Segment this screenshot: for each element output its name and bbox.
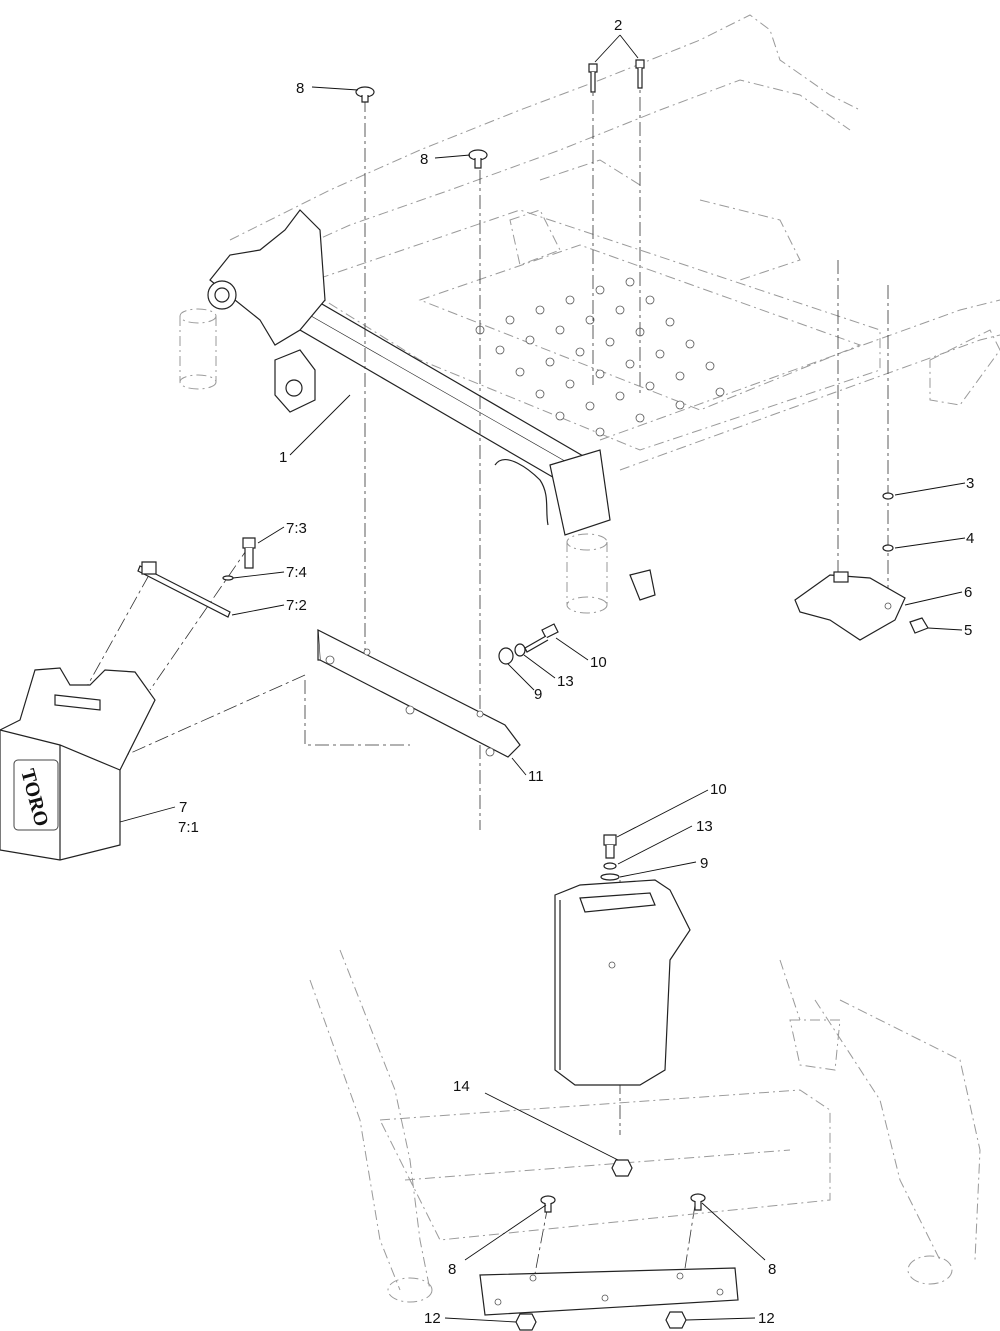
part-9-washer-lower bbox=[600, 873, 620, 881]
part-10-bolt-lower bbox=[603, 834, 617, 859]
callout-9-upper: 9 bbox=[534, 686, 542, 703]
part-7-counterweight bbox=[0, 667, 156, 861]
callout-11: 11 bbox=[528, 768, 544, 785]
callout-7-3: 7:3 bbox=[286, 520, 307, 537]
lower-frame-ghost bbox=[309, 949, 981, 1303]
part-13-lockwasher-lower bbox=[603, 862, 617, 870]
callout-13-lower: 13 bbox=[696, 818, 713, 835]
callout-12-left: 12 bbox=[424, 1310, 441, 1327]
callout-1: 1 bbox=[279, 449, 287, 466]
part-8-pin-bottom-left bbox=[540, 1195, 556, 1213]
part-2-bolt-right bbox=[635, 59, 645, 89]
assembly-center-lines bbox=[84, 72, 889, 1301]
callout-10-upper: 10 bbox=[590, 654, 607, 671]
part-12-nut-left bbox=[515, 1313, 537, 1331]
part-12-nut-right bbox=[665, 1311, 687, 1329]
part-6-plate bbox=[794, 571, 906, 641]
callout-14: 14 bbox=[453, 1078, 470, 1095]
part-11-weight-bracket bbox=[317, 628, 521, 758]
callout-7-2: 7:2 bbox=[286, 597, 307, 614]
leader-lines bbox=[119, 34, 966, 1323]
foot-plate-holes bbox=[475, 277, 725, 437]
callout-13-upper: 13 bbox=[557, 673, 574, 690]
lower-mounting-strap bbox=[479, 1267, 739, 1316]
callout-8-bottom-right: 8 bbox=[768, 1261, 776, 1278]
part-9-washer-upper bbox=[498, 647, 514, 665]
callout-10-lower: 10 bbox=[710, 781, 727, 798]
part-2-bolt-left bbox=[588, 63, 598, 93]
callout-4: 4 bbox=[966, 530, 974, 547]
part-8-pin-bottom-right bbox=[690, 1193, 706, 1211]
part-7-2-rod bbox=[137, 561, 231, 618]
callout-2: 2 bbox=[614, 17, 622, 34]
part-8-clevis-pin-top-left bbox=[355, 86, 375, 103]
part-7-4-washer bbox=[222, 575, 234, 581]
mower-frame-ghost bbox=[229, 14, 1000, 471]
callout-7: 7 bbox=[179, 799, 187, 816]
part-10-bolt-upper bbox=[524, 623, 559, 653]
part-1-hitch-bar bbox=[207, 209, 656, 601]
part-14-nut bbox=[611, 1159, 633, 1177]
callout-7-4: 7:4 bbox=[286, 564, 307, 581]
part-8-clevis-pin-top-mid bbox=[468, 149, 488, 169]
callout-9-lower: 9 bbox=[700, 855, 708, 872]
part-7-3-bolt bbox=[242, 537, 256, 569]
part-13-lockwasher-upper bbox=[514, 643, 526, 657]
callout-8-bottom-left: 8 bbox=[448, 1261, 456, 1278]
part-4-washer bbox=[882, 544, 894, 552]
callout-3: 3 bbox=[966, 475, 974, 492]
caster-tube-right bbox=[566, 533, 608, 614]
caster-tube-left bbox=[179, 308, 217, 390]
part-5-nut bbox=[909, 617, 929, 634]
callout-8-top-mid: 8 bbox=[420, 151, 428, 168]
callout-5: 5 bbox=[964, 622, 972, 639]
callout-labels: 2 8 8 1 3 7:3 4 7:4 6 7:2 5 10 13 9 11 1… bbox=[178, 17, 974, 1327]
callout-7-1: 7:1 bbox=[178, 819, 199, 836]
callout-12-right: 12 bbox=[758, 1310, 775, 1327]
part-3-washer bbox=[882, 492, 894, 500]
callout-6: 6 bbox=[964, 584, 972, 601]
callout-8-top-left: 8 bbox=[296, 80, 304, 97]
counterweight-lower bbox=[554, 879, 691, 1086]
